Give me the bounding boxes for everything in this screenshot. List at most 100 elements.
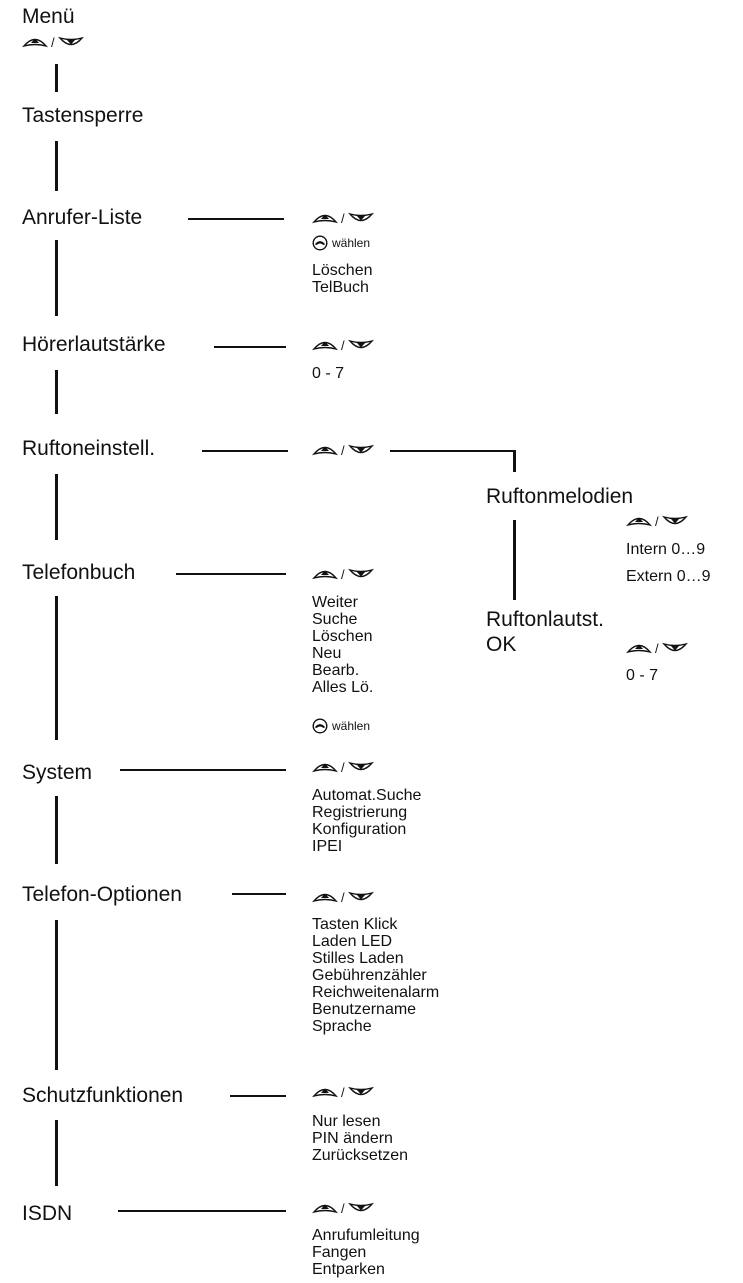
option: PIN ändern (312, 1130, 393, 1147)
menu-item-ruftoneinstell: Ruftoneinstell. (22, 437, 156, 460)
down-arrow-key-icon (348, 760, 374, 774)
menu-item-telefonbuch: Telefonbuch (22, 561, 136, 584)
nav-keys: / (312, 443, 374, 457)
tree-connector (55, 920, 58, 1070)
up-arrow-key-icon (22, 35, 48, 49)
option: Löschen (312, 262, 373, 279)
down-arrow-key-icon (348, 443, 374, 457)
down-arrow-key-icon (348, 1085, 374, 1099)
select-label: wählen (332, 719, 371, 733)
option: Nur lesen (312, 1113, 381, 1130)
option: Tasten Klick (312, 916, 398, 933)
nav-keys: / (312, 211, 374, 225)
down-arrow-key-icon (348, 567, 374, 581)
nav-keys: / (312, 760, 374, 774)
select-key-hint: wählen (312, 718, 370, 734)
ok-label: OK (486, 633, 517, 656)
branch-line (120, 769, 286, 771)
option: Registrierung (312, 804, 408, 821)
option: Intern 0…9 (626, 541, 706, 558)
menu-item-system: System (22, 761, 93, 784)
option: Reichweitenalarm (312, 984, 440, 1001)
ruftonmelodien-label: Ruftonmelodien (486, 485, 634, 508)
option: Fangen (312, 1244, 367, 1261)
option: Entparken (312, 1261, 385, 1278)
option: Löschen (312, 628, 373, 645)
branch-line (202, 450, 288, 452)
down-arrow-key-icon (58, 35, 84, 49)
options-system: Automat.Suche Registrierung Konfiguratio… (312, 787, 421, 855)
tree-connector (55, 370, 58, 414)
up-arrow-key-icon (312, 443, 338, 457)
menu-item-anrufer-liste: Anrufer-Liste (22, 206, 143, 229)
option: Konfiguration (312, 821, 407, 838)
nav-keys: / (312, 338, 374, 352)
option: Suche (312, 611, 358, 628)
branch-line (214, 346, 286, 348)
nav-keys: / (312, 1085, 374, 1099)
option: Gebührenzähler (312, 967, 427, 984)
down-arrow-key-icon (348, 890, 374, 904)
branch-line (230, 1095, 286, 1097)
up-arrow-key-icon (312, 211, 338, 225)
options-isdn: Anrufumleitung Fangen Entparken (312, 1227, 420, 1278)
branch-line (176, 573, 286, 575)
nav-keys: / (312, 1201, 374, 1215)
down-arrow-key-icon (348, 338, 374, 352)
option: Sprache (312, 1018, 372, 1035)
option: Zurücksetzen (312, 1147, 409, 1164)
ruftonlautst-label: Ruftonlautst. (486, 608, 604, 631)
menu-item-isdn: ISDN (22, 1202, 73, 1225)
option: 0 - 7 (626, 667, 659, 684)
nav-keys: / (312, 890, 374, 904)
option: Bearb. (312, 662, 360, 679)
option: Alles Lö. (312, 679, 374, 696)
option: Anrufumleitung (312, 1227, 420, 1244)
handset-key-icon (312, 235, 328, 251)
tree-connector (513, 450, 516, 472)
option: Extern 0…9 (626, 568, 711, 585)
up-arrow-key-icon (626, 514, 652, 528)
branch-line (188, 218, 284, 220)
menu-item-tastensperre: Tastensperre (22, 104, 144, 127)
options-schutzfunktionen: Nur lesen PIN ändern Zurücksetzen (312, 1113, 408, 1164)
down-arrow-key-icon (662, 641, 688, 655)
down-arrow-key-icon (662, 514, 688, 528)
option: Laden LED (312, 933, 393, 950)
branch-line (390, 450, 516, 452)
menu-title: Menü (22, 5, 75, 28)
option: Weiter (312, 594, 358, 611)
branch-line (118, 1210, 286, 1212)
tree-connector (55, 796, 58, 864)
options-anrufer-liste: Löschen TelBuch (312, 262, 373, 296)
tree-connector (513, 520, 516, 600)
down-arrow-key-icon (348, 211, 374, 225)
branch-line (232, 893, 286, 895)
handset-key-icon (312, 718, 328, 734)
menu-item-hoererlautstaerke: Hörerlautstärke (22, 333, 166, 356)
nav-keys: / (22, 35, 84, 49)
option: IPEI (312, 838, 343, 855)
select-label: wählen (332, 236, 371, 250)
up-arrow-key-icon (312, 1085, 338, 1099)
nav-keys: / (626, 641, 688, 655)
tree-connector (55, 141, 58, 191)
tree-connector (55, 240, 58, 316)
up-arrow-key-icon (312, 890, 338, 904)
up-arrow-key-icon (626, 641, 652, 655)
up-arrow-key-icon (312, 760, 338, 774)
select-key-hint: wählen (312, 235, 370, 251)
nav-keys: / (312, 567, 374, 581)
options-telefon-optionen: Tasten Klick Laden LED Stilles Laden Geb… (312, 916, 439, 1035)
up-arrow-key-icon (312, 1201, 338, 1215)
option: Benutzername (312, 1001, 417, 1018)
tree-connector (55, 64, 58, 92)
option: Neu (312, 645, 342, 662)
options-telefonbuch: Weiter Suche Löschen Neu Bearb. Alles Lö… (312, 594, 373, 696)
nav-keys: / (626, 514, 688, 528)
tree-connector (55, 474, 58, 540)
option: Stilles Laden (312, 950, 404, 967)
option: TelBuch (312, 279, 369, 296)
menu-item-telefon-optionen: Telefon-Optionen (22, 883, 182, 906)
